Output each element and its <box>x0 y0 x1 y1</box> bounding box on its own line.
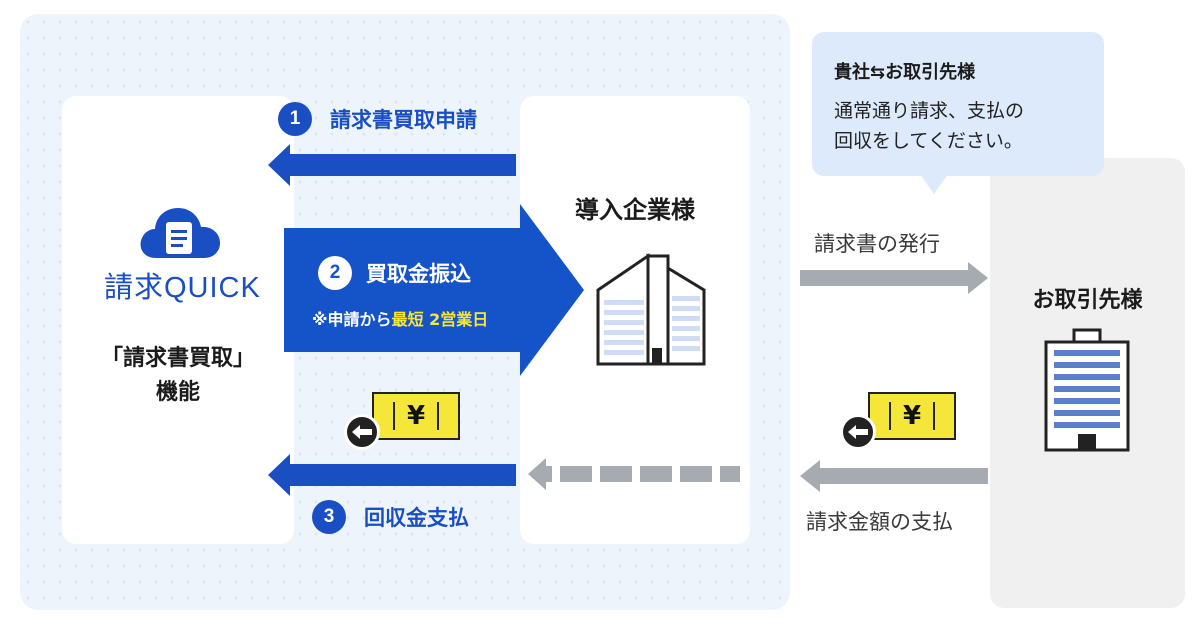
payment-arrow <box>800 460 988 492</box>
partner-building-icon <box>1044 328 1130 452</box>
yen-card-line <box>392 402 395 430</box>
bubble-body-line: 回収をしてください。 <box>834 130 1023 152</box>
yen-symbol: ¥ <box>406 401 426 431</box>
left-arrow-badge-icon <box>344 414 380 450</box>
bubble-body-line: 通常通り請求、支払の <box>834 100 1025 122</box>
feature-name: 「請求書買取」 <box>100 346 255 371</box>
step-2-label: 買取金振込 <box>366 262 471 286</box>
partner-label: お取引先様 <box>1032 288 1143 313</box>
service-logo-text: 請求QUICK <box>104 272 261 304</box>
office-building-icon <box>596 253 706 366</box>
bubble-body: 通常通り請求、支払の 回収をしてください。 <box>834 96 1094 156</box>
yen-card-line <box>888 402 891 430</box>
step-3-badge: 3 <box>312 500 346 534</box>
service-card <box>62 96 294 544</box>
speech-bubble-tail <box>920 174 948 194</box>
step-2-badge: 2 <box>318 256 352 290</box>
step-3-arrow <box>268 454 516 496</box>
yen-card-line <box>437 402 440 430</box>
step-2-note-highlight: 最短 2営業日 <box>391 310 489 329</box>
yen-card-company: ¥ <box>372 392 460 440</box>
step-3-label: 回収金支払 <box>364 506 469 530</box>
yen-card-partner: ¥ <box>868 392 956 440</box>
company-label: 導入企業様 <box>575 196 695 224</box>
invoice-issue-label: 請求書の発行 <box>814 232 940 256</box>
yen-symbol: ¥ <box>902 401 922 431</box>
cloud-document-icon <box>140 208 220 258</box>
payment-label: 請求金額の支払 <box>806 510 953 534</box>
step-1-badge: 1 <box>278 102 312 136</box>
step-2-note-prefix: ※申請から <box>312 310 392 329</box>
feature-suffix: 機能 <box>155 380 200 405</box>
invoice-issue-arrow <box>800 262 988 294</box>
step-1-arrow <box>268 144 516 186</box>
bubble-title: 貴社⇆お取引先様 <box>834 62 976 83</box>
dashed-return-arrow <box>528 458 740 490</box>
step-2-note: ※申請から最短 2営業日 <box>312 306 488 330</box>
left-arrow-badge-icon <box>840 414 876 450</box>
yen-card-line <box>933 402 936 430</box>
speech-bubble <box>812 32 1104 176</box>
step-2-arrow <box>284 204 584 376</box>
step-1-label: 請求書買取申請 <box>330 108 477 132</box>
